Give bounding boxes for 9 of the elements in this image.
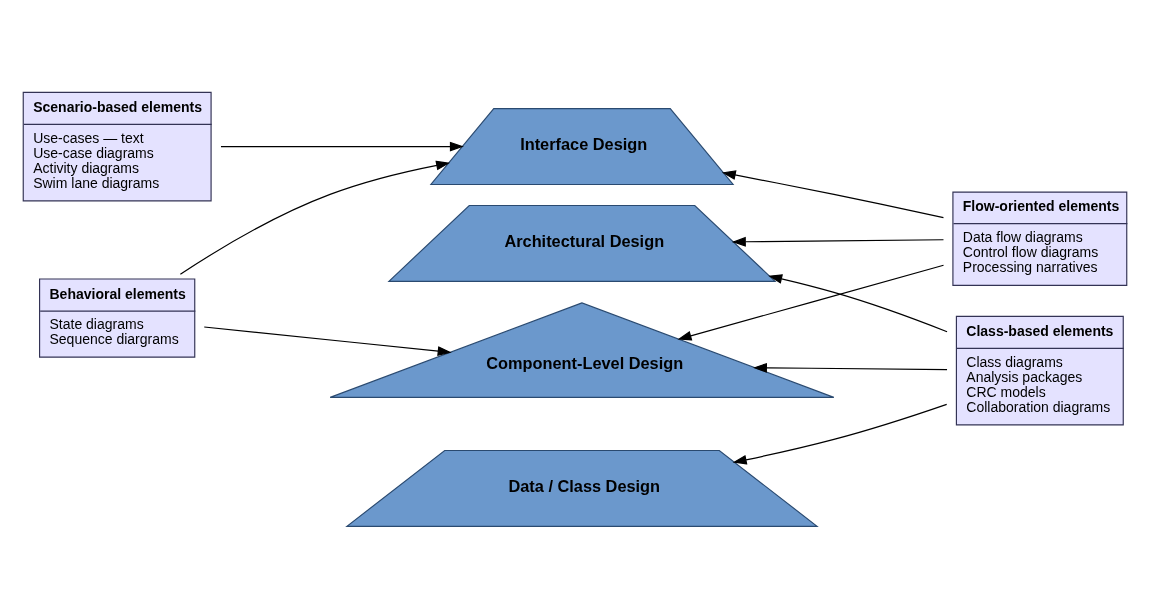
arrow <box>220 141 464 152</box>
arrow <box>731 236 945 247</box>
arrow <box>203 326 452 356</box>
arrow <box>721 170 945 219</box>
arrow <box>752 362 948 373</box>
arrow <box>768 274 948 333</box>
arrow <box>179 160 451 275</box>
arrow <box>732 403 948 465</box>
arrow <box>677 264 945 341</box>
